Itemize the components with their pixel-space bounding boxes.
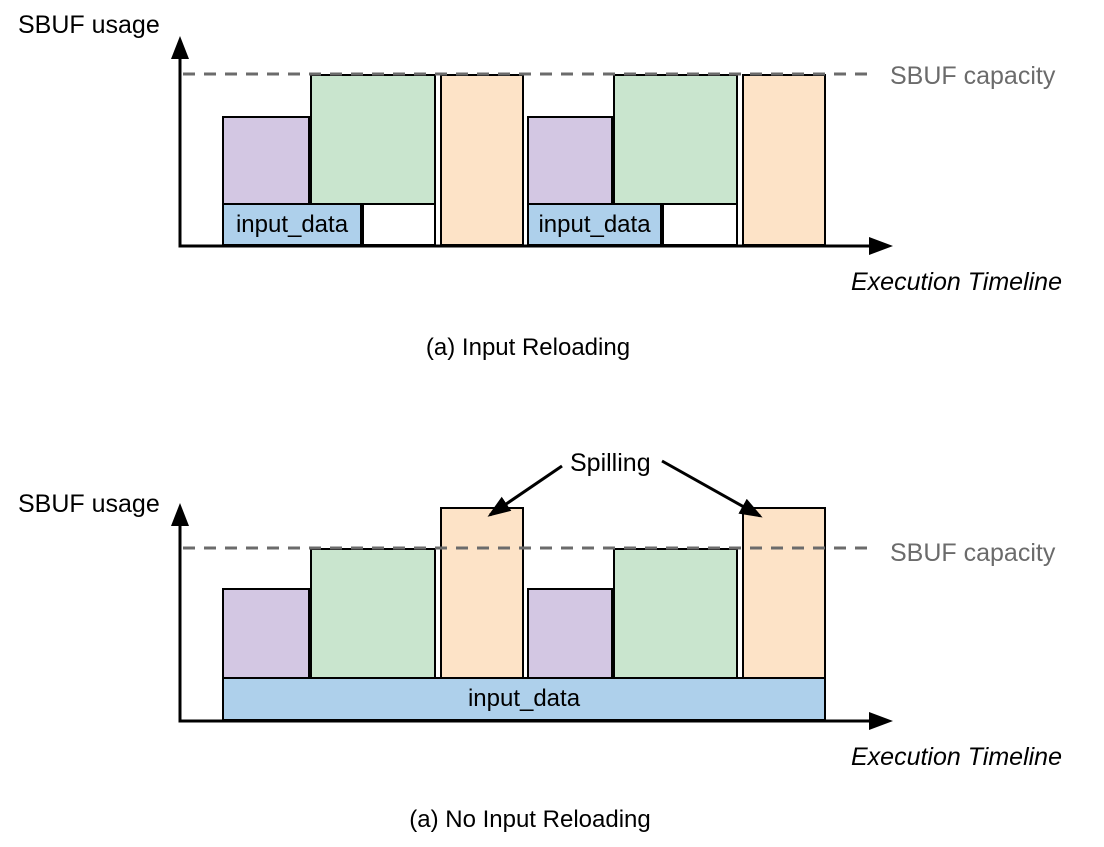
top-input-data-label-1: input_data <box>235 210 349 238</box>
bottom-green-bar-2 <box>613 548 738 679</box>
bottom-y-axis-label: SBUF usage <box>18 490 160 518</box>
top-purple-bar-1 <box>222 116 310 205</box>
bottom-green-bar-1 <box>310 548 436 679</box>
bottom-y-axis-arrow-icon <box>171 503 189 526</box>
top-x-axis-arrow-icon <box>869 237 893 255</box>
bottom-purple-bar-2 <box>527 588 613 679</box>
bottom-x-axis-arrow-icon <box>869 712 893 730</box>
top-empty-slot-1 <box>362 203 436 246</box>
bottom-input-data-label: input_data <box>467 685 581 712</box>
top-y-axis-arrow-icon <box>171 36 189 59</box>
top-caption: (a) Input Reloading <box>425 334 631 361</box>
bottom-orange-bar-2 <box>742 507 826 679</box>
bottom-caption: (a) No Input Reloading <box>409 806 651 833</box>
bottom-orange-bar-1 <box>440 507 524 679</box>
top-input-data-label-2: input_data <box>538 210 651 238</box>
top-purple-bar-2 <box>527 116 613 205</box>
top-green-bar-1 <box>310 74 436 205</box>
spilling-label: Spilling <box>570 449 651 477</box>
top-y-axis-label: SBUF usage <box>18 11 160 39</box>
top-orange-bar-2 <box>742 74 826 246</box>
bottom-sbuf-capacity-label: SBUF capacity <box>890 539 1056 567</box>
top-empty-slot-2 <box>662 203 738 246</box>
bottom-x-axis-label: Execution Timeline <box>851 743 1062 771</box>
bottom-input-data-bar: input_data <box>222 677 826 721</box>
top-x-axis-label: Execution Timeline <box>851 268 1062 296</box>
top-input-data-bar-1: input_data <box>222 203 362 246</box>
bottom-purple-bar-1 <box>222 588 310 679</box>
top-green-bar-2 <box>613 74 738 205</box>
top-orange-bar-1 <box>440 74 524 246</box>
top-input-data-bar-2: input_data <box>527 203 662 246</box>
top-sbuf-capacity-label: SBUF capacity <box>890 62 1056 90</box>
